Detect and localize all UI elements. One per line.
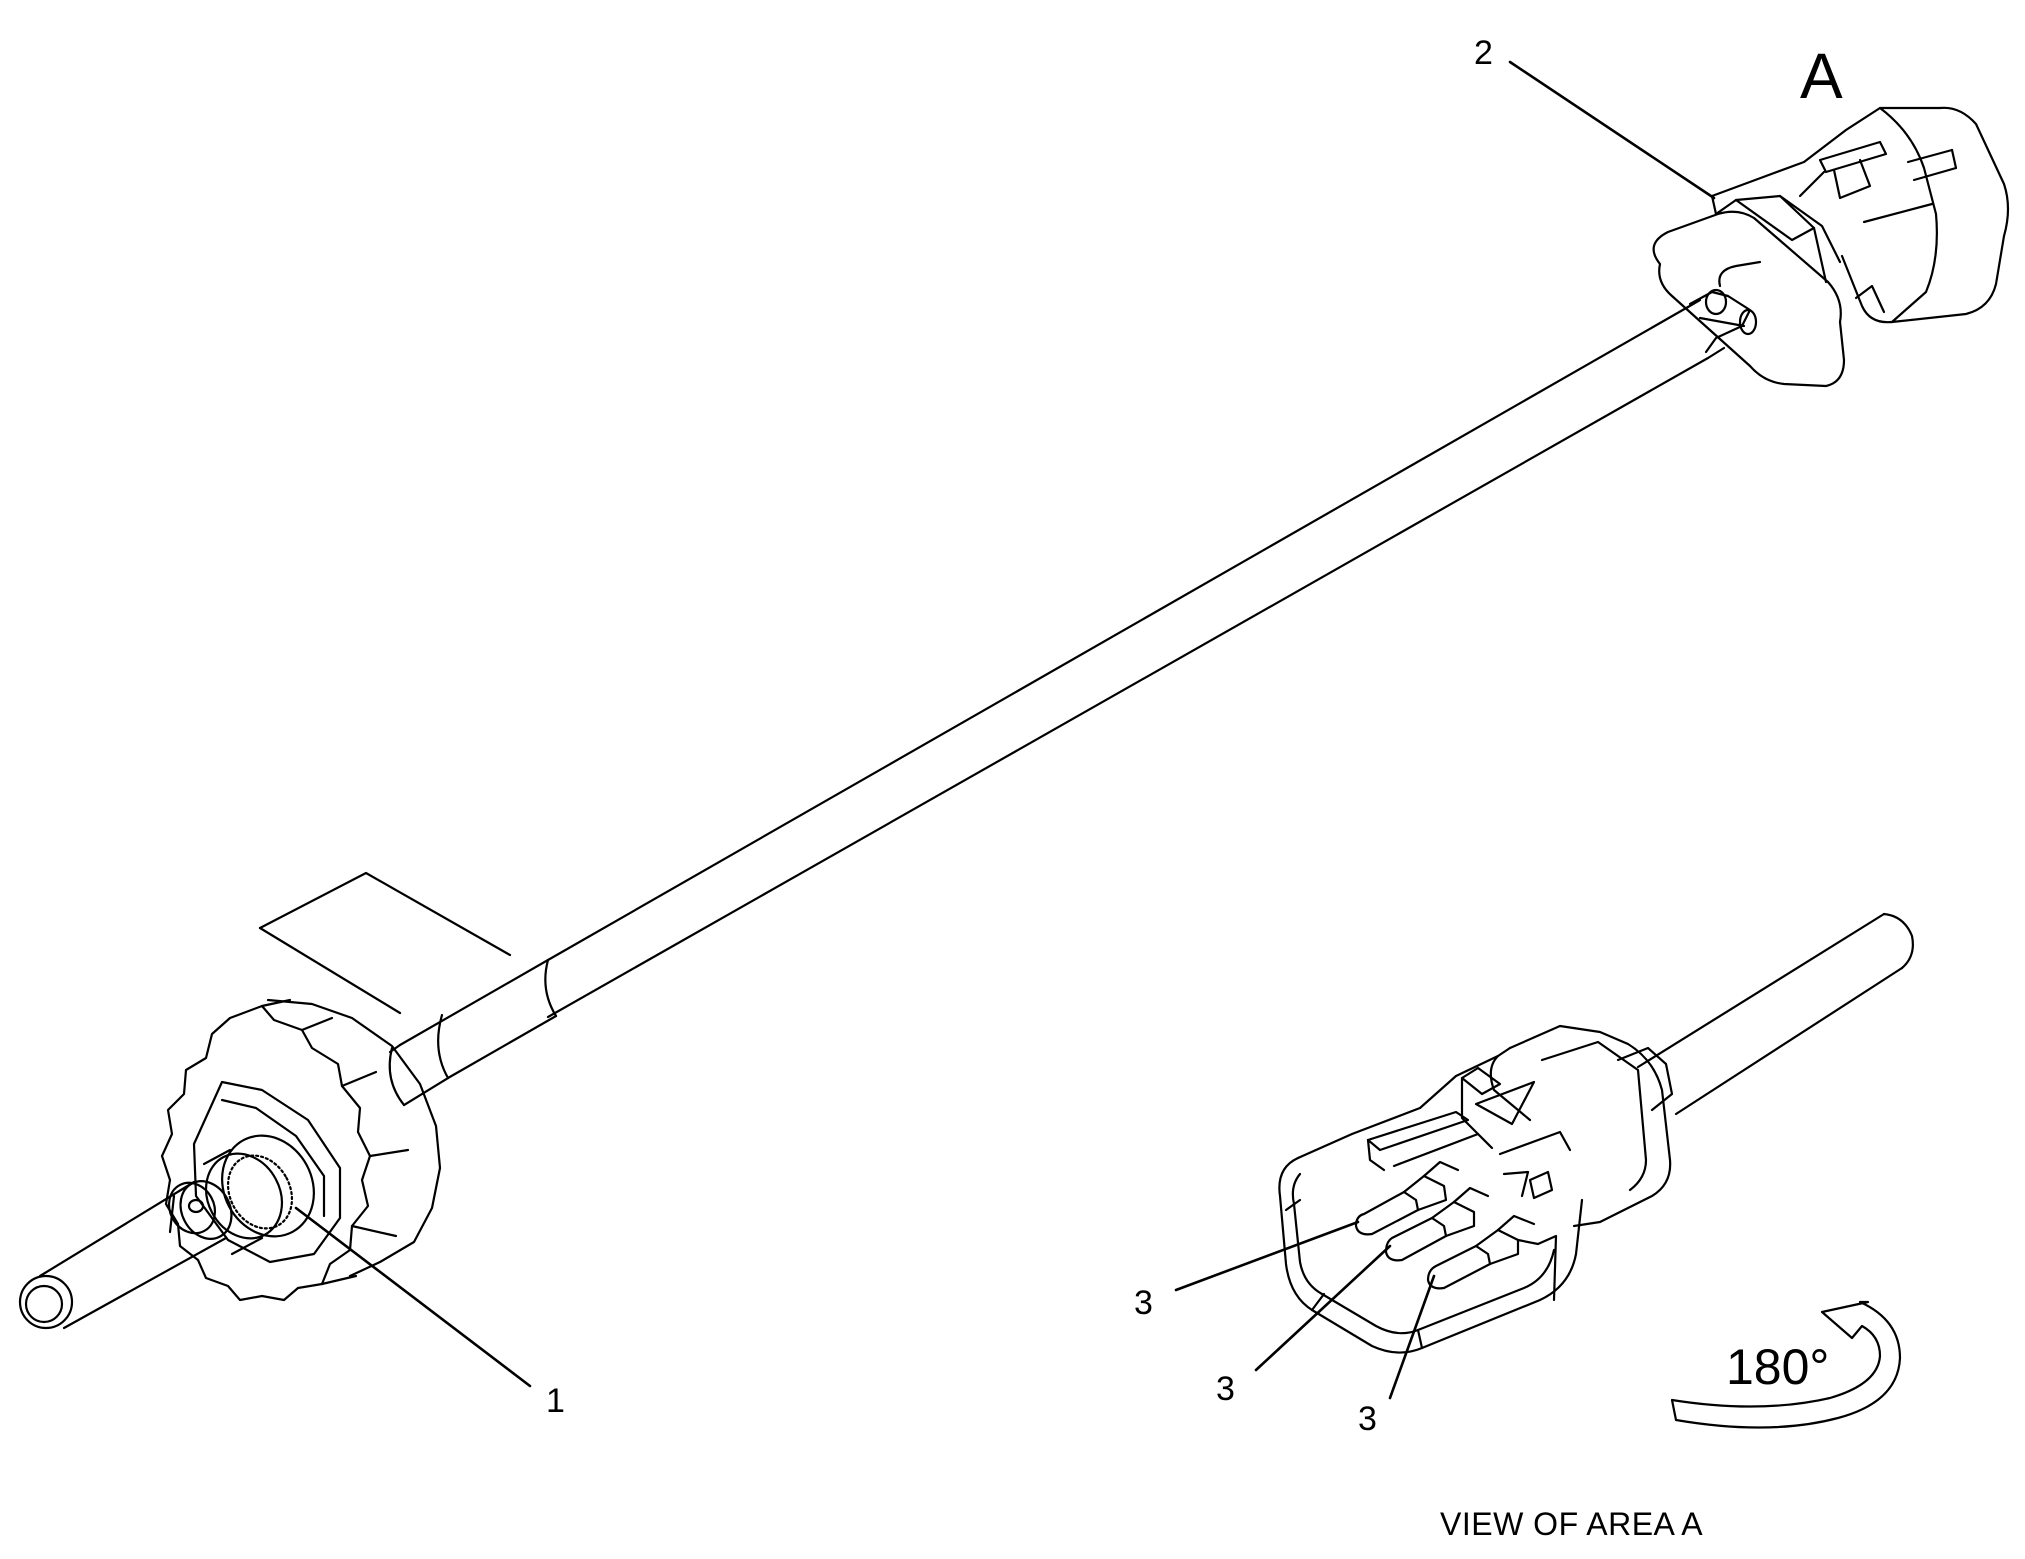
callout-1: 1: [546, 1382, 565, 1420]
leader-lines: [294, 60, 1716, 1400]
callout-2: 2: [1474, 34, 1493, 72]
leader-2: [1508, 60, 1716, 200]
leader-3b: [1254, 1244, 1392, 1372]
area-a-label: A: [1800, 40, 1843, 112]
leader-1: [294, 1206, 532, 1388]
main-cable: [544, 305, 1710, 1019]
leader-3c: [1388, 1274, 1436, 1400]
rotation-arrow-icon: [1670, 1300, 1902, 1429]
sensor-boss: [179, 1134, 315, 1256]
view-caption: VIEW OF AREA A: [1440, 1506, 1704, 1542]
callout-3-top: 3: [1134, 1284, 1153, 1322]
hex-nut: [160, 998, 442, 1302]
connector-detail: [1278, 912, 1914, 1354]
callout-3-middle: 3: [1216, 1370, 1235, 1408]
cable-tag: [258, 871, 512, 1015]
cable-boot: [388, 958, 558, 1107]
probe-shaft: [18, 1180, 228, 1330]
callout-3-bottom: 3: [1358, 1400, 1377, 1438]
rotation-label: 180°: [1726, 1339, 1830, 1395]
connector-top: [1652, 106, 2010, 388]
leader-3a: [1174, 1220, 1360, 1292]
